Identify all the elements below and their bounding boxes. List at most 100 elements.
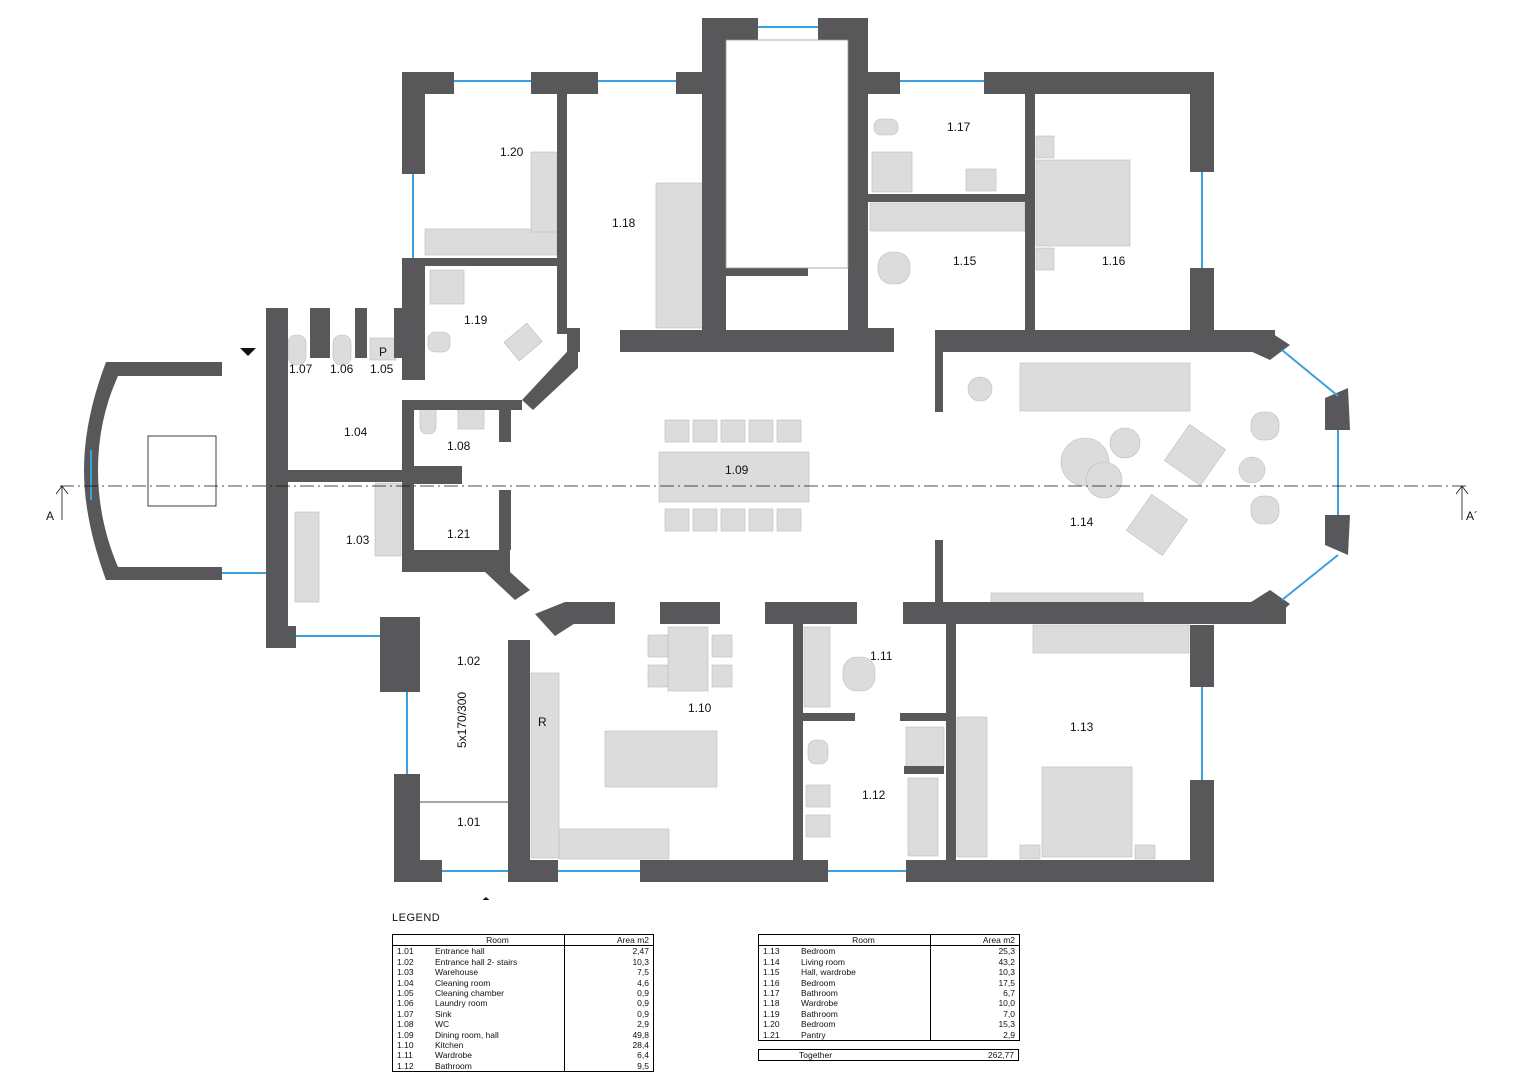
chair-1-14-b <box>1250 411 1280 441</box>
wall <box>310 308 330 358</box>
wall <box>499 410 511 442</box>
wall <box>266 470 402 482</box>
kitchen-island <box>604 730 718 788</box>
room-label-1-10: 1.10 <box>688 701 712 715</box>
wall <box>795 713 855 721</box>
legend-cell-name: Dining room, hall <box>435 1029 499 1040</box>
nightstand-4 <box>1134 844 1156 860</box>
room-label-1-05: 1.05 <box>370 362 394 376</box>
wall <box>355 308 367 358</box>
stair-tower-wall <box>84 362 222 580</box>
wall <box>935 330 1275 352</box>
bathtub-1-12 <box>907 777 939 857</box>
wall <box>848 72 900 94</box>
wall <box>402 72 454 94</box>
dining-chairs <box>647 419 802 688</box>
dining-chair <box>720 508 746 532</box>
kitchen-chair <box>647 664 669 688</box>
wall <box>402 550 510 572</box>
wall <box>1190 780 1214 882</box>
sink-1-12-b <box>805 814 831 838</box>
room-label-1-01: 1.01 <box>457 815 481 829</box>
wardrobe-1-18 <box>655 182 707 329</box>
wall <box>499 490 511 550</box>
wall <box>904 766 944 774</box>
dining-chair <box>692 508 718 532</box>
legend-cell-area: 9,5 <box>564 1060 654 1073</box>
room-labels: 1.011.021.031.041.051.061.071.081.091.10… <box>289 120 1126 829</box>
legend-cell-area: 15,3 <box>930 1019 1020 1030</box>
main-entrance-icon <box>482 897 490 900</box>
legend-cell-area: 10,3 <box>564 956 654 968</box>
legend-cell-area: 7,5 <box>564 967 654 978</box>
wall <box>946 622 956 862</box>
legend-cell-name: Cleaning chamber <box>435 988 504 999</box>
staircase <box>725 39 849 269</box>
legend-cell-name: Bathroom <box>801 1008 838 1019</box>
wall <box>726 268 808 276</box>
sofa-1-14 <box>1019 362 1191 412</box>
wall <box>266 626 296 648</box>
stair-note: 5x170/300 <box>455 692 469 748</box>
room-label-1-16: 1.16 <box>1102 254 1126 268</box>
wall <box>508 640 530 882</box>
legend-cell-id: 1.20 <box>758 1019 797 1030</box>
legend-cell-name: Pantry <box>797 1029 931 1042</box>
legend-cell-id: 1.03 <box>392 967 431 978</box>
legend-cell-name: Wardrobe <box>435 1050 473 1061</box>
round-table-2 <box>1109 427 1141 459</box>
legend-cell-name: Bedroom <box>801 946 836 957</box>
legend-cell-name: Bathroom <box>431 1060 565 1073</box>
chair-1-14-c <box>1250 495 1280 525</box>
legend-cell-area: 2,47 <box>564 945 654 957</box>
legend-cell-name: Living room <box>801 956 845 967</box>
wall <box>1190 72 1214 172</box>
annotations <box>55 39 1470 803</box>
wall <box>702 18 758 40</box>
room-label-1-03: 1.03 <box>346 533 370 547</box>
bed-1-13 <box>1041 766 1133 858</box>
legend-cell-id: 1.07 <box>392 1008 431 1020</box>
legend-total-row: Together 262,77 <box>758 1049 1019 1061</box>
wall <box>900 713 948 721</box>
legend-cell-id: 1.19 <box>758 1008 797 1020</box>
col-area-header: Area m2 <box>930 933 1020 947</box>
kitchen-chair <box>647 634 669 658</box>
col-room-header: Room <box>431 933 565 947</box>
wall <box>522 340 578 410</box>
legend-cell-id: 1.06 <box>392 998 431 1009</box>
wall <box>868 328 894 352</box>
dining-chair <box>776 508 802 532</box>
nightstand-1 <box>1035 135 1055 159</box>
bed-1-16 <box>1035 159 1131 247</box>
room-label-1-08: 1.08 <box>447 439 471 453</box>
nightstand-2 <box>1035 247 1055 271</box>
dining-chair <box>664 508 690 532</box>
room-label-1-17: 1.17 <box>947 120 971 134</box>
legend-cell-id: 1.17 <box>758 988 797 999</box>
shower-1-17 <box>871 151 913 193</box>
wall <box>903 602 1286 624</box>
dining-chair <box>776 419 802 443</box>
round-table-4 <box>1238 456 1266 484</box>
dining-chair <box>748 419 774 443</box>
wall <box>1325 388 1350 430</box>
shelf-1-03 <box>374 482 402 557</box>
wall <box>557 94 567 334</box>
room-label-1-15: 1.15 <box>953 254 977 268</box>
legend-cell-name: Entrance hall 2- stairs <box>435 956 518 967</box>
legend-cell-area: 25,3 <box>930 945 1020 957</box>
wall <box>1190 625 1214 687</box>
counter-1-03 <box>294 511 320 603</box>
legend-cell-area: 4,6 <box>564 977 654 989</box>
floor-plan: 1.011.021.031.041.051.061.071.081.091.10… <box>46 18 1478 900</box>
dining-chair <box>692 419 718 443</box>
wall <box>402 72 425 174</box>
legend-title: LEGEND <box>392 912 441 924</box>
